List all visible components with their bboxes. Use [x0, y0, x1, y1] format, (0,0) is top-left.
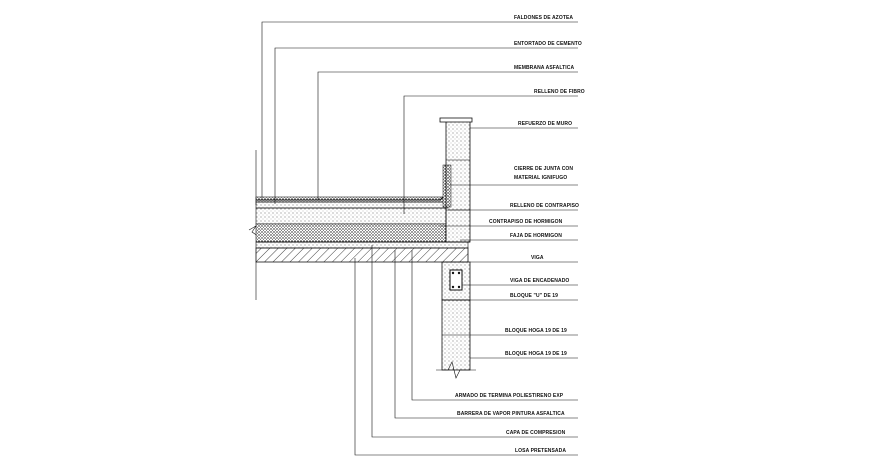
wall-break: [436, 361, 476, 379]
label-joint-seal-2: MATERIAL IGNIFUGO: [514, 175, 568, 181]
membrane-upturn: [256, 165, 447, 201]
prestressed-slab: [255, 247, 469, 263]
label-concrete-band: FAJA DE HORMIGON: [510, 233, 562, 239]
leader-l02: [274, 47, 578, 204]
leader-l04: [403, 95, 578, 214]
wall-cap: [439, 117, 473, 123]
cement-screed-layer: [255, 201, 449, 209]
label-block-1: BLOQUE HOGA 19 DE 19: [505, 328, 567, 334]
label-u-block: BLOQUE "U" DE 19: [510, 293, 559, 299]
label-concrete-subfloor: CONTRAPISO DE HORMIGON: [489, 219, 563, 225]
break-zigzag: [248, 225, 259, 237]
label-beam: VIGA: [531, 255, 544, 261]
rebar-dot: [457, 271, 461, 275]
leader-l03: [317, 71, 578, 200]
label-prestressed-slab: LOSA PRETENSADA: [515, 448, 567, 454]
compression-layer: [255, 241, 469, 249]
label-polystyrene: ARMADO DE TERMINA POLIESTIRENO EXP: [455, 393, 564, 399]
label-fiber-fill: RELLENO DE FIBRO: [534, 89, 585, 95]
label-subfloor-fill: RELLENO DE CONTRAPISO: [510, 203, 580, 209]
label-asphalt-membrane: MEMBRANA ASFALTICA: [514, 65, 575, 71]
upper-wall-block: [445, 119, 471, 243]
label-block-2: BLOQUE HOGA 19 DE 19: [505, 351, 567, 357]
leader-l01: [261, 21, 578, 198]
concrete-subfloor-layer: [255, 223, 447, 243]
beam-rebar: [449, 269, 463, 291]
rebar-dot: [457, 285, 461, 289]
leader-l17: [371, 245, 578, 438]
label-bond-beam: VIGA DE ENCADENADO: [510, 278, 570, 284]
leader-l16: [394, 250, 578, 419]
fill-layer: [255, 207, 447, 225]
leader-l18: [354, 258, 578, 456]
label-joint-seal-1: CIERRE DE JUNTA CON: [514, 166, 574, 172]
label-vapor-barrier: BARRERA DE VAPOR PINTURA ASFALTICA: [457, 411, 565, 417]
rebar-dot: [451, 271, 455, 275]
label-roof-tiles: FALDONES DE AZOTEA: [514, 15, 574, 21]
rebar-dot: [451, 285, 455, 289]
label-compression-layer: CAPA DE COMPRESION: [506, 430, 566, 436]
label-wall-reinforcement: REFUERZO DE MURO: [518, 121, 573, 127]
leader-l15: [411, 250, 578, 401]
label-cement-screed: ENTORTADO DE CEMENTO: [514, 41, 582, 47]
